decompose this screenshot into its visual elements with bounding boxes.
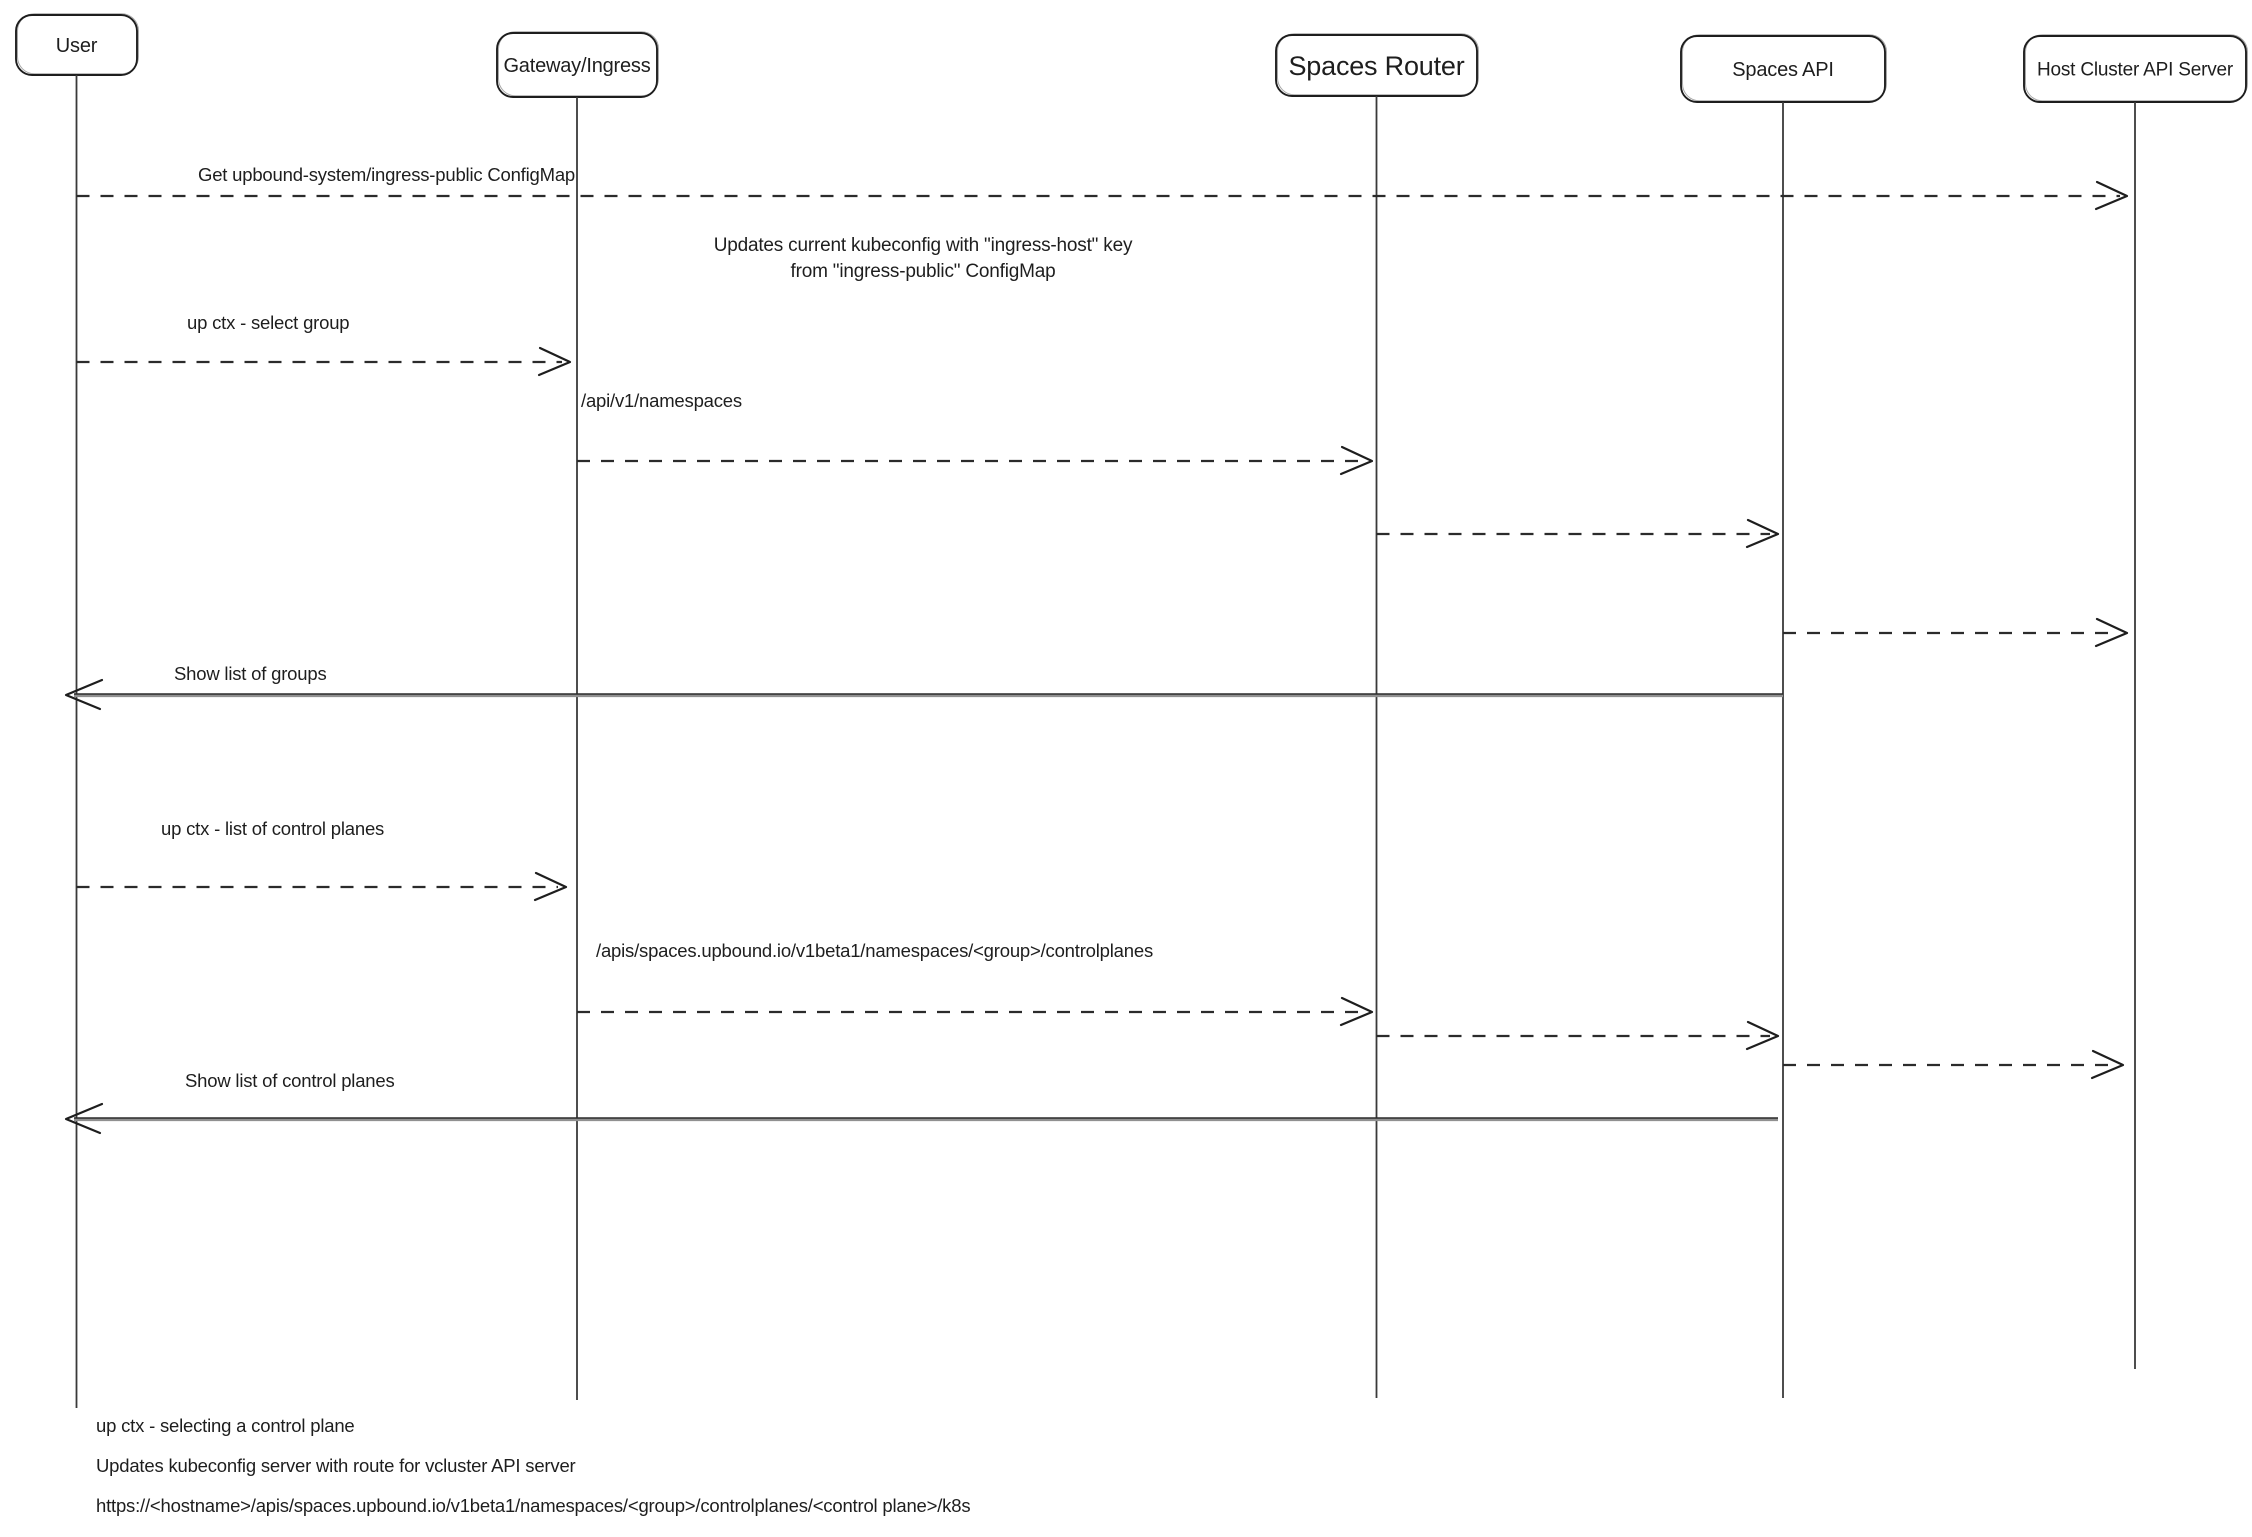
actor-box-gateway-ingress-sketch bbox=[498, 31, 659, 97]
arrowhead-right-8 bbox=[1745, 1020, 1780, 1051]
actor-label-spaces-router: Spaces Router bbox=[1289, 51, 1465, 81]
actor-box-spaces-router-sketch bbox=[1277, 33, 1479, 96]
message-show-groups: Show list of groups bbox=[64, 663, 1783, 711]
actor-label-host-cluster-api-server: Host Cluster API Server bbox=[2037, 60, 2234, 81]
actor-host-cluster-api-server: Host Cluster API Server bbox=[2023, 34, 2248, 1369]
note-kubeconfig-update: Updates current kubeconfig with "ingress… bbox=[714, 235, 1133, 282]
actor-box-user-sketch bbox=[17, 13, 139, 75]
arrowhead-right-2 bbox=[537, 346, 572, 377]
message-label-list-control-planes: up ctx - list of control planes bbox=[161, 818, 384, 839]
arrowhead-right-9 bbox=[2090, 1049, 2125, 1080]
message-select-group: up ctx - select group bbox=[76, 312, 572, 377]
actor-box-host-cluster-api-server-sketch bbox=[2025, 34, 2248, 102]
arrowhead-right-7 bbox=[1339, 996, 1374, 1027]
message-label-apis-controlplanes: /apis/spaces.upbound.io/v1beta1/namespac… bbox=[596, 940, 1153, 961]
message-label-select-group: up ctx - select group bbox=[187, 312, 349, 333]
message-label-show-groups: Show list of groups bbox=[174, 663, 327, 684]
footer-line-3: https://<hostname>/apis/spaces.upbound.i… bbox=[96, 1495, 970, 1516]
message-api-namespaces: /api/v1/namespaces bbox=[577, 390, 1374, 476]
message-label-get-configmap: Get upbound-system/ingress-public Config… bbox=[198, 164, 575, 185]
actor-label-spaces-api: Spaces API bbox=[1732, 59, 1833, 81]
arrowhead-right-6 bbox=[533, 871, 568, 902]
actor-user: User bbox=[15, 13, 139, 1408]
message-router-to-api-1 bbox=[1376, 518, 1780, 549]
footer-notes: up ctx - selecting a control plane Updat… bbox=[96, 1415, 971, 1516]
message-api-to-host-2 bbox=[1783, 1049, 2125, 1080]
actor-label-user: User bbox=[56, 35, 98, 57]
actor-box-spaces-api-sketch bbox=[1682, 34, 1887, 102]
arrowhead-right-5 bbox=[2094, 617, 2129, 648]
actor-spaces-api: Spaces API bbox=[1680, 34, 1887, 1398]
footer-line-1: up ctx - selecting a control plane bbox=[96, 1415, 355, 1436]
message-apis-controlplanes: /apis/spaces.upbound.io/v1beta1/namespac… bbox=[577, 940, 1374, 1027]
footer-line-2: Updates kubeconfig server with route for… bbox=[96, 1455, 576, 1476]
arrowhead-right-4 bbox=[1745, 518, 1780, 549]
note-line-2: from "ingress-public" ConfigMap bbox=[791, 261, 1056, 282]
message-show-control-planes: Show list of control planes bbox=[64, 1070, 1778, 1135]
actor-gateway-ingress: Gateway/Ingress bbox=[496, 31, 659, 1400]
message-router-to-api-2 bbox=[1376, 1020, 1780, 1051]
arrowhead-left-1 bbox=[64, 678, 104, 711]
arrowhead-right-3 bbox=[1339, 445, 1374, 476]
message-get-configmap: Get upbound-system/ingress-public Config… bbox=[76, 164, 2129, 211]
message-label-show-control-planes: Show list of control planes bbox=[185, 1070, 395, 1091]
message-list-control-planes: up ctx - list of control planes bbox=[76, 818, 568, 902]
note-line-1: Updates current kubeconfig with "ingress… bbox=[714, 235, 1133, 256]
arrowhead-left-2 bbox=[64, 1102, 104, 1135]
message-label-api-namespaces: /api/v1/namespaces bbox=[581, 390, 742, 411]
actor-spaces-router: Spaces Router bbox=[1275, 33, 1479, 1398]
arrowhead-right-1 bbox=[2094, 180, 2129, 211]
actor-label-gateway-ingress: Gateway/Ingress bbox=[503, 55, 650, 77]
message-api-to-host-1 bbox=[1783, 617, 2129, 648]
